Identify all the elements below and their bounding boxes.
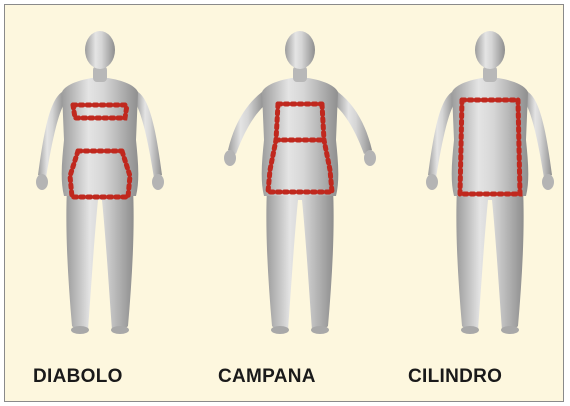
cilindro-label: CILINDRO xyxy=(408,366,502,388)
cilindro-figure xyxy=(426,31,554,334)
diabolo-figure xyxy=(36,31,164,334)
campana-label: CAMPANA xyxy=(218,366,316,388)
diabolo-label: DIABOLO xyxy=(33,366,123,388)
campana-figure xyxy=(224,31,376,334)
